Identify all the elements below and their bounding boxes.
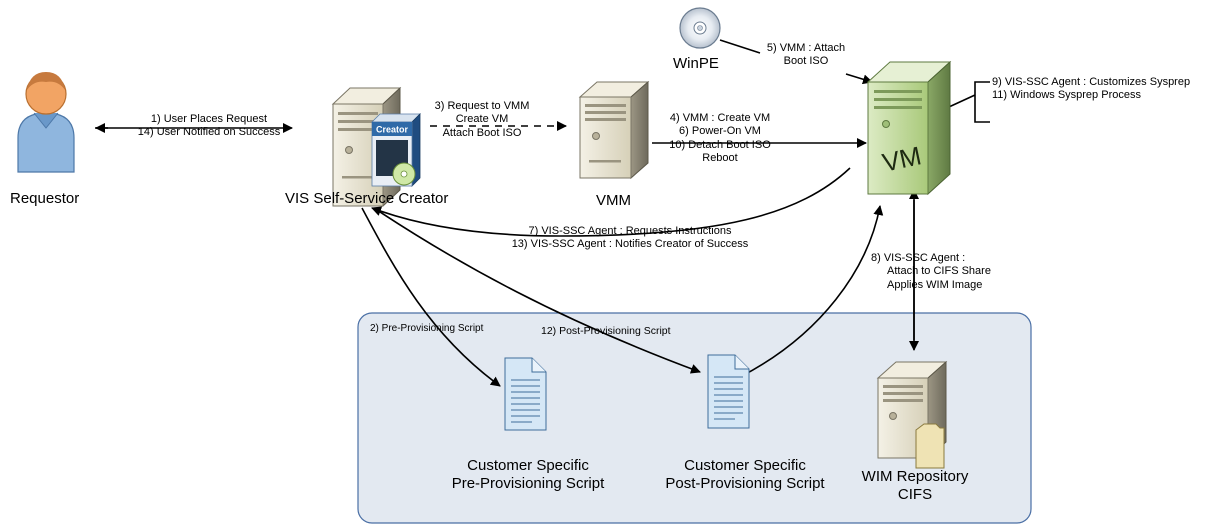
step-5-label: 5) VMM : Attach Boot ISO (766, 42, 846, 69)
requestor-person-icon (17, 72, 75, 173)
vm-server-icon: VM (866, 60, 952, 196)
step-12-label: 12) Post-Provisioning Script (541, 325, 671, 337)
creator-product-box: Creator (371, 113, 421, 187)
step-7-13-label: 7) VIS-SSC Agent : Requests Instructions… (490, 225, 770, 252)
pre-script-label-line1: Customer Specific (467, 457, 589, 474)
step-3-line2: Create VM (455, 113, 509, 126)
creator-label: VIS Self-Service Creator (285, 190, 449, 207)
step-7-text: 7) VIS-SSC Agent : Requests Instructions (528, 225, 732, 237)
step-5-line1: 5) VMM : Attach (766, 42, 846, 54)
step-8-line3: Applies WIM Image (887, 278, 983, 291)
step-8-label: 8) VIS-SSC Agent : Attach to CIFS Share … (871, 252, 991, 292)
step-8-line1: 8) VIS-SSC Agent : (871, 252, 966, 264)
step-11-text: 11) Windows Sysprep Process (992, 89, 1141, 102)
step-1-text: 1) User Places Request (150, 113, 268, 125)
step-4-text: 4) VMM : Create VM (669, 112, 771, 124)
step-3-line3: Attach Boot ISO (442, 126, 522, 139)
winpe-label: WinPE (673, 55, 719, 72)
pre-script-document-icon (504, 357, 547, 431)
post-script-label: Customer Specific Post-Provisioning Scri… (655, 457, 835, 494)
creator-server-icon: Creator (331, 86, 421, 208)
wim-repository-label-line1: WIM Repository (861, 468, 969, 485)
step-8-line2: Attach to CIFS Share (887, 265, 991, 278)
arrow-creator-prescript (361, 207, 501, 387)
wim-repository-server-icon (876, 360, 948, 469)
connectors (95, 39, 990, 387)
share-folder-icon (915, 423, 945, 469)
step-10-text: 10) Detach Boot ISO (669, 138, 771, 151)
vmm-label: VMM (596, 192, 631, 209)
step-5-line2: Boot ISO (783, 55, 829, 68)
step-3-line1: 3) Request to VMM (434, 100, 530, 112)
wim-repository-label: WIM Repository CIFS (850, 468, 980, 505)
post-script-label-line1: Customer Specific (684, 457, 806, 474)
step-10-reboot-text: Reboot (702, 152, 738, 165)
step-9-11-label: 9) VIS-SSC Agent : Customizes Sysprep 11… (992, 76, 1190, 103)
step-13-text: 13) VIS-SSC Agent : Notifies Creator of … (511, 238, 749, 251)
creator-box-text: Creator (376, 125, 409, 135)
post-script-label-line2: Post-Provisioning Script (665, 475, 825, 493)
arrow-winpe-vm (719, 39, 872, 82)
wim-repository-label-line2: CIFS (897, 486, 933, 504)
step-9-text: 9) VIS-SSC Agent : Customizes Sysprep (992, 76, 1191, 88)
pre-script-label: Customer Specific Pre-Provisioning Scrip… (443, 457, 613, 494)
step-3-label: 3) Request to VMM Create VM Attach Boot … (432, 100, 532, 140)
step-6-text: 6) Power-On VM (679, 125, 761, 138)
step-4-6-10-label: 4) VMM : Create VM 6) Power-On VM 10) De… (650, 112, 790, 166)
step-2-label: 2) Pre-Provisioning Script (370, 323, 484, 334)
requestor-label: Requestor (10, 190, 80, 207)
arrow-vm-creator (371, 167, 851, 237)
post-script-document-icon (707, 354, 750, 429)
step-14-text: 14) User Notified on Success (137, 126, 281, 139)
vmm-server-icon (578, 80, 650, 180)
arrow-creator-postscript (373, 207, 701, 374)
step-1-14-label: 1) User Places Request 14) User Notified… (124, 113, 294, 140)
pre-script-label-line2: Pre-Provisioning Script (451, 475, 605, 493)
winpe-disc-icon (679, 7, 721, 49)
arrow-postscript-vm (741, 205, 884, 377)
